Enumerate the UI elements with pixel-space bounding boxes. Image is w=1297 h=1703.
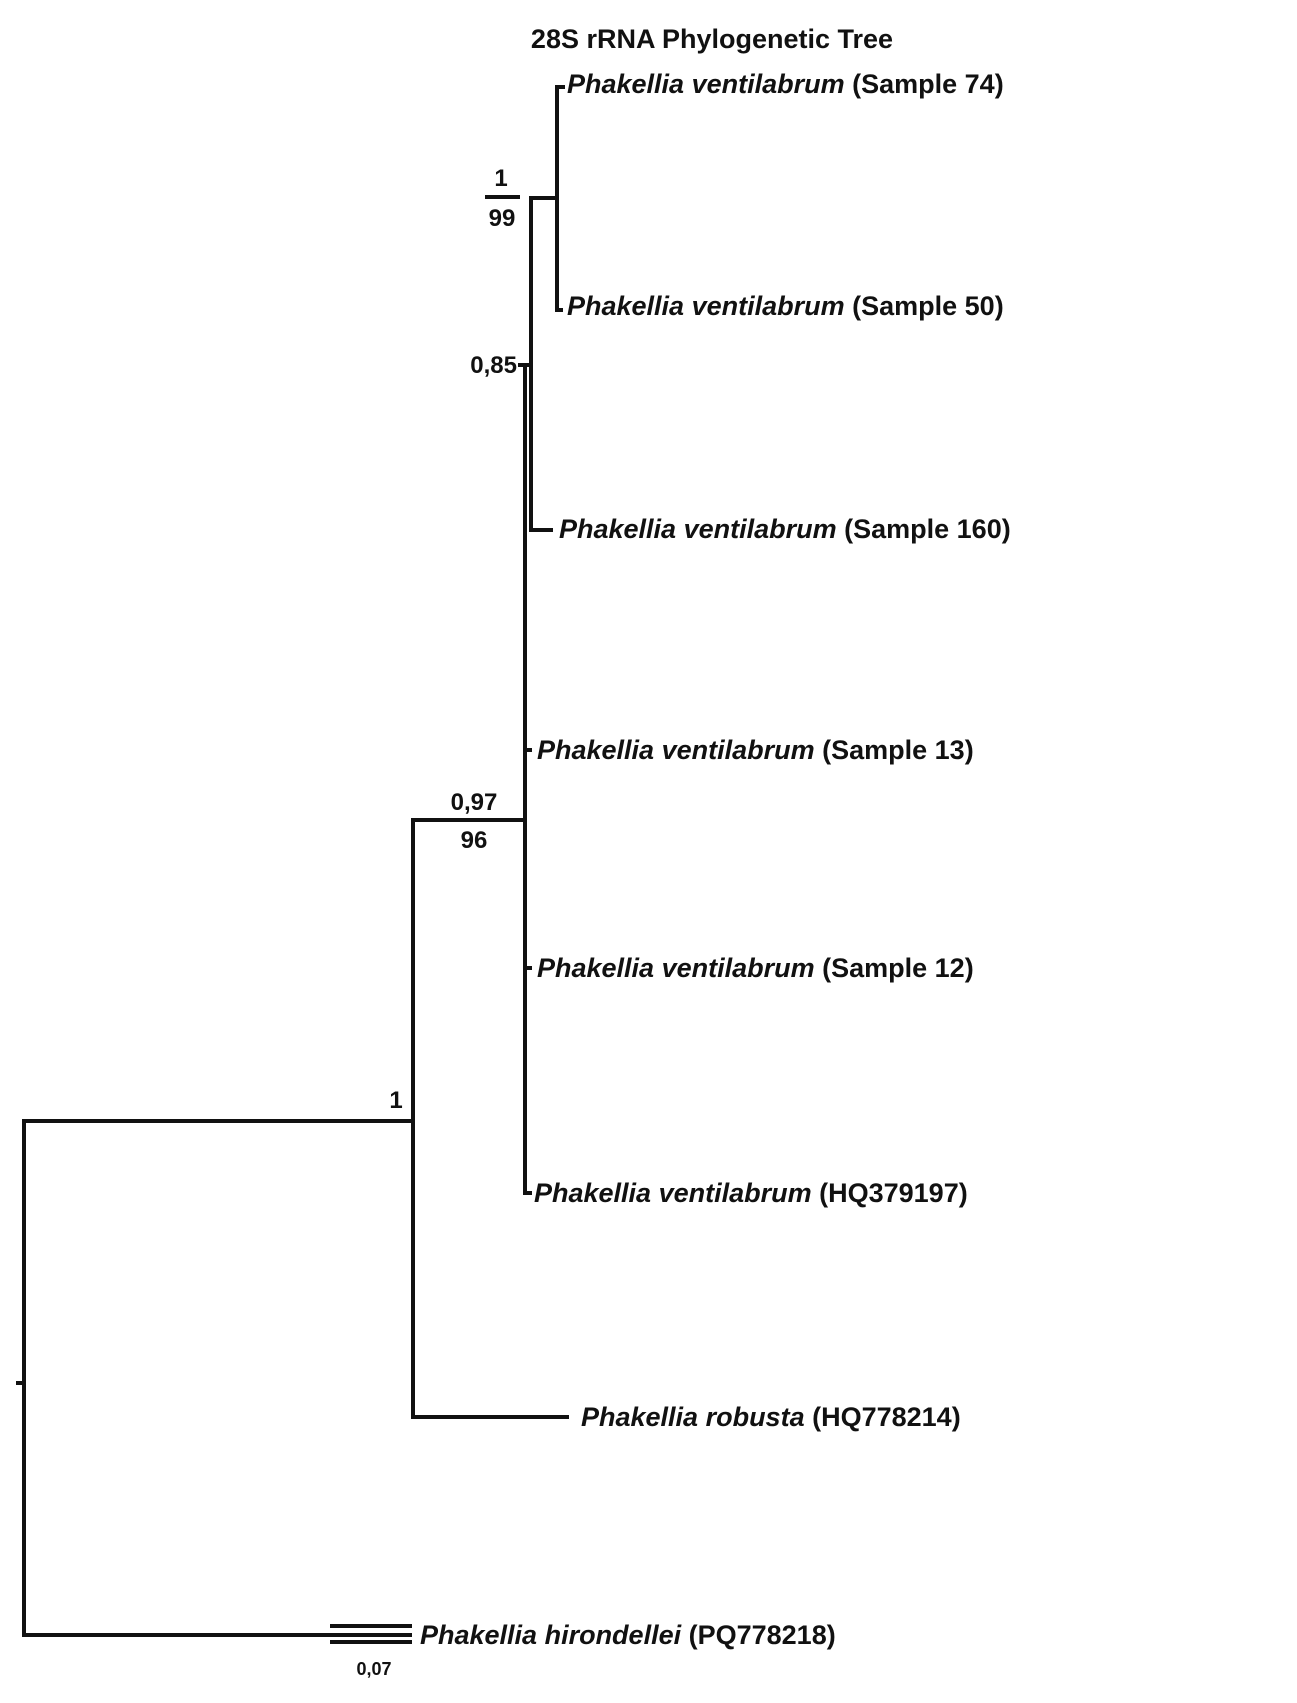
tip-label-sample50: Phakellia ventilabrum (Sample 50) — [567, 291, 1004, 321]
support-ventilabrum-posterior: 0,97 — [451, 789, 498, 816]
tip-label-sample160: Phakellia ventilabrum (Sample 160) — [559, 514, 1011, 544]
support-ventilabrum-bootstrap: 96 — [461, 827, 488, 854]
tip-label-sample13: Phakellia ventilabrum (Sample 13) — [537, 735, 974, 765]
support-node-74-50-posterior: 1 — [494, 165, 507, 192]
support-ingroup: 1 — [389, 1087, 402, 1114]
tree-title: 28S rRNA Phylogenetic Tree — [531, 24, 893, 54]
support-node-085: 0,85 — [470, 352, 517, 379]
tip-label-robusta: Phakellia robusta (HQ778214) — [581, 1402, 961, 1432]
tip-label-sample12: Phakellia ventilabrum (Sample 12) — [537, 953, 974, 983]
tip-label-hirondellei: Phakellia hirondellei (PQ778218) — [420, 1620, 836, 1650]
tip-label-hq379197: Phakellia ventilabrum (HQ379197) — [534, 1178, 968, 1208]
support-node-74-50-bootstrap: 99 — [489, 205, 516, 232]
tip-label-sample74: Phakellia ventilabrum (Sample 74) — [567, 69, 1004, 99]
scale-bar-label: 0,07 — [356, 1659, 391, 1679]
